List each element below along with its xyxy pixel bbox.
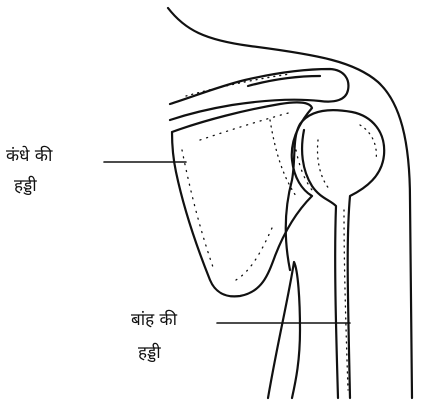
lower-bone (268, 262, 300, 398)
shoulder-bone-label-line2: हड्डी (14, 176, 37, 196)
arm-bone-label-line1: बांह की (131, 310, 177, 330)
shoulder-bone-label-line1: कंधे की (6, 146, 52, 166)
collarbone (170, 69, 348, 120)
arm-bone-label-line2: हड्डी (138, 343, 161, 363)
skin-outline (168, 8, 412, 398)
